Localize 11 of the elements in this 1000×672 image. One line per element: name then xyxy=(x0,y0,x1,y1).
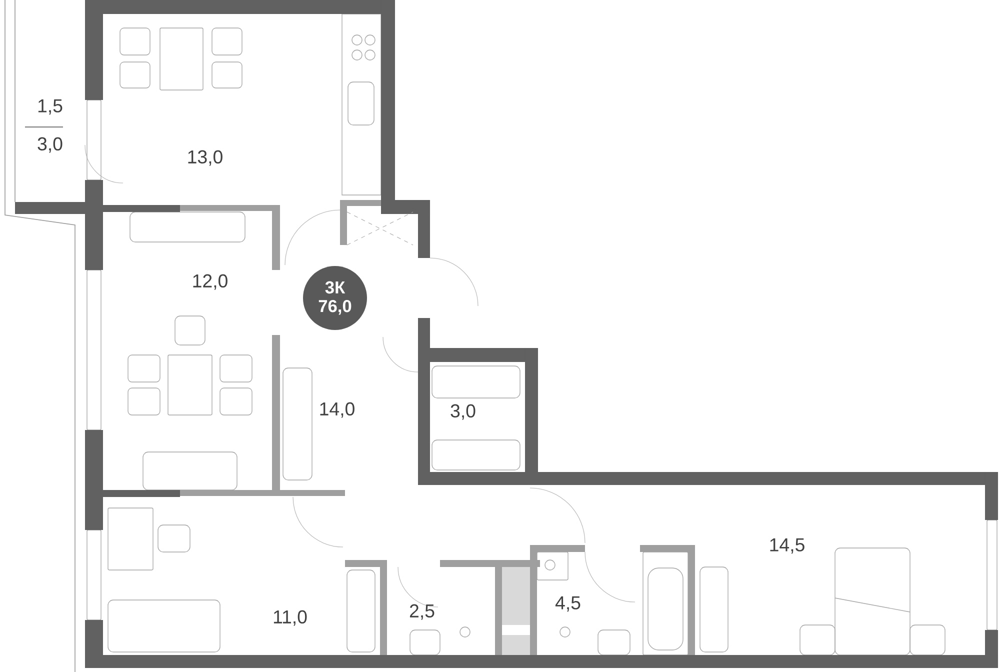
area-label: 11,0 xyxy=(274,610,307,626)
area-label: 3,0 xyxy=(38,137,62,153)
area-label: 12,0 xyxy=(193,274,228,290)
apartment-badge: 3К 76,0 xyxy=(303,266,367,330)
area-label: 3,0 xyxy=(450,404,476,420)
area-label: 2,5 xyxy=(410,604,434,620)
area-label: 13,0 xyxy=(188,150,222,166)
area-label: 14,0 xyxy=(320,402,354,418)
area-label: 1,5 xyxy=(38,99,62,115)
area-label: 4,5 xyxy=(555,596,580,612)
area-label: 14,5 xyxy=(770,538,804,554)
